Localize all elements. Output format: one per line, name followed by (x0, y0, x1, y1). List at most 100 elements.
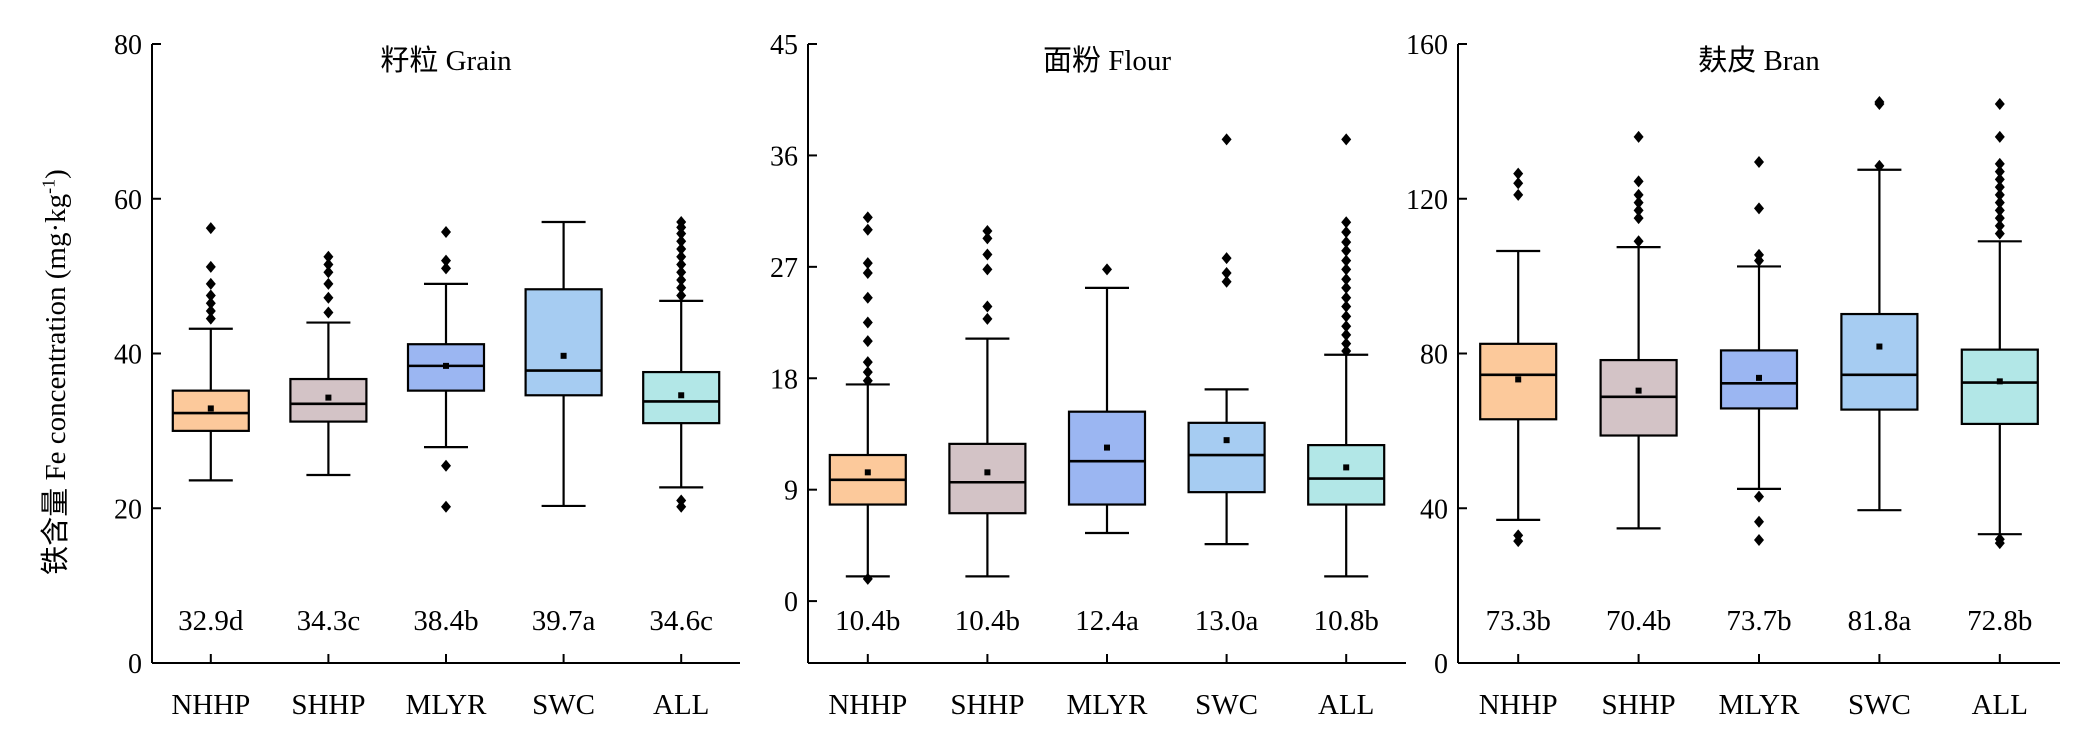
panel1-shhp-outlier-4 (323, 258, 334, 271)
panel2-nhhp-outlier-4 (862, 335, 873, 348)
panel3-all-outlier-4 (1994, 212, 2005, 225)
panel1-shhp-outlier-5 (323, 250, 334, 263)
panel2-swc-mean-marker (1223, 437, 1230, 444)
panel2-nhhp-outlier-9 (862, 223, 873, 236)
panel2-nhhp-outlier-7 (862, 267, 873, 280)
panel1-mlyr-outlier-3 (441, 254, 451, 267)
panel3-all-outlier-9 (1994, 173, 2005, 186)
panel1-shhp-outlier-0 (323, 306, 334, 319)
panel1-shhp-box (289, 377, 368, 423)
panel1-ytick-label-2: 40 (114, 340, 142, 371)
panel1-all-value-label: 34.6c (649, 605, 713, 637)
panel3-shhp-value-label: 70.4b (1606, 605, 1671, 637)
panel3-nhhp-outlier-3 (1513, 177, 1524, 190)
panel3-swc-value-label: 81.8a (1848, 605, 1912, 637)
panel3-ytick-label-2: 80 (1420, 340, 1448, 371)
panel3-xtick-label-swc: SWC (1848, 689, 1911, 721)
panel2-ytick-label-3: 27 (770, 253, 798, 284)
panel1-all-outlier-1 (676, 494, 687, 507)
panel1-all-outlier-3 (676, 281, 687, 294)
panel1-swc-box (524, 288, 603, 397)
panel2-mlyr-mean-marker (1104, 444, 1110, 451)
panel2-all-value-label: 10.8b (1314, 605, 1379, 637)
panel1-nhhp-mean-marker (207, 405, 214, 412)
panel3-ytick-label-0: 0 (1434, 649, 1448, 680)
panel1-all-outlier-6 (676, 258, 687, 271)
panel1-all-outlier-9 (676, 235, 687, 248)
panel2-ytick-label-4: 36 (770, 141, 798, 172)
panel2-ytick-label-2: 18 (770, 364, 798, 395)
panel1-nhhp-outlier-0 (205, 312, 216, 325)
panel1-ytick-label-0: 0 (128, 649, 142, 680)
panel2-all-outlier-9 (1341, 263, 1352, 276)
panel1-title: 籽粒 Grain (380, 44, 512, 77)
panel2-all-outlier-5 (1341, 300, 1352, 313)
panel2-mlyr-value-label: 12.4a (1075, 605, 1139, 637)
panel2-xtick-label-all: ALL (1318, 689, 1374, 721)
panel3-mlyr-value-label: 73.7b (1726, 605, 1791, 637)
panel2-all-box (1307, 444, 1386, 506)
panel2-shhp-outlier-3 (982, 248, 993, 261)
panel1-all-outlier-12 (676, 215, 687, 228)
panel2-ytick-label-1: 9 (784, 476, 798, 507)
panel1-xtick-label-all: ALL (653, 689, 709, 721)
panel1-shhp-outlier-1 (323, 291, 334, 304)
panel3-ytick-label-3: 120 (1406, 185, 1448, 216)
panel1-nhhp-value-label: 32.9d (178, 605, 244, 637)
panel3-all-outlier-2 (1994, 227, 2005, 240)
panel1-all-outlier-8 (676, 243, 687, 256)
panel2-all-outlier-6 (1341, 291, 1352, 304)
panel2-mlyr-outlier-0 (1102, 263, 1112, 276)
panel3-mlyr-outlier-5 (1754, 202, 1764, 215)
panel2-mlyr-box (1067, 410, 1147, 506)
panel3-swc-box (1840, 312, 1919, 411)
panel2-swc-box (1187, 421, 1266, 494)
panel3-ytick-label-1: 40 (1420, 494, 1448, 525)
panel3-all-mean-marker (1996, 378, 2003, 385)
panel2-all-outlier-3 (1341, 320, 1352, 333)
panel3-xtick-label-all: ALL (1972, 689, 2028, 721)
panel3-all-outlier-8 (1994, 181, 2005, 194)
panel2-all-outlier-2 (1341, 328, 1352, 341)
panel1-mlyr-mean-marker (443, 362, 449, 369)
panel1-xtick-label-mlyr: MLYR (406, 689, 488, 721)
panel2-shhp-mean-marker (984, 469, 991, 476)
panel2-all-outlier-13 (1341, 226, 1352, 239)
panel3-all-outlier-13 (1994, 97, 2005, 110)
panel1-ytick-label-4: 80 (114, 30, 142, 61)
panel3-swc-outlier-0 (1874, 159, 1885, 172)
panel2-all-outlier-15 (1341, 133, 1352, 146)
panel2-all-outlier-8 (1341, 273, 1352, 286)
panel1-shhp-value-label: 34.3c (297, 605, 361, 637)
panel1-swc-value-label: 39.7a (532, 605, 596, 637)
panel2-all-outlier-7 (1341, 281, 1352, 294)
panel3-shhp-outlier-6 (1633, 130, 1644, 143)
panel3-mlyr-outlier-6 (1754, 155, 1764, 168)
panel3-nhhp-outlier-4 (1513, 167, 1524, 180)
panel2-swc-outlier-1 (1221, 267, 1232, 280)
panel2-title: 面粉 Flour (1043, 44, 1171, 77)
panel2-xtick-label-shhp: SHHP (950, 689, 1024, 721)
panel3-nhhp-mean-marker (1515, 376, 1522, 383)
panel3-shhp-outlier-2 (1633, 204, 1644, 217)
panel3-all-outlier-11 (1994, 157, 2005, 170)
panel2-nhhp-value-label: 10.4b (835, 605, 900, 637)
panel3-all-outlier-10 (1994, 165, 2005, 178)
panel1-all-outlier-7 (676, 250, 687, 263)
panel1-ytick-label-1: 20 (114, 494, 142, 525)
panel2-nhhp-mean-marker (864, 469, 871, 476)
panel1-mlyr-outlier-1 (441, 459, 451, 472)
panel1-mlyr-outlier-4 (441, 226, 451, 239)
panel2-swc-outlier-0 (1221, 275, 1232, 288)
panel3-all-value-label: 72.8b (1967, 605, 2032, 637)
panel1-xtick-label-nhhp: NHHP (171, 689, 250, 721)
panel2-all-outlier-4 (1341, 310, 1352, 323)
panel3-mlyr-outlier-1 (1754, 515, 1764, 528)
panel2-shhp-outlier-5 (982, 224, 993, 237)
panel2-shhp-outlier-1 (982, 300, 993, 313)
panel3-shhp-outlier-1 (1633, 212, 1644, 225)
panel2-nhhp-outlier-1 (862, 374, 873, 387)
panel1-nhhp-outlier-6 (205, 222, 216, 235)
panel3-all-box (1960, 348, 2039, 426)
